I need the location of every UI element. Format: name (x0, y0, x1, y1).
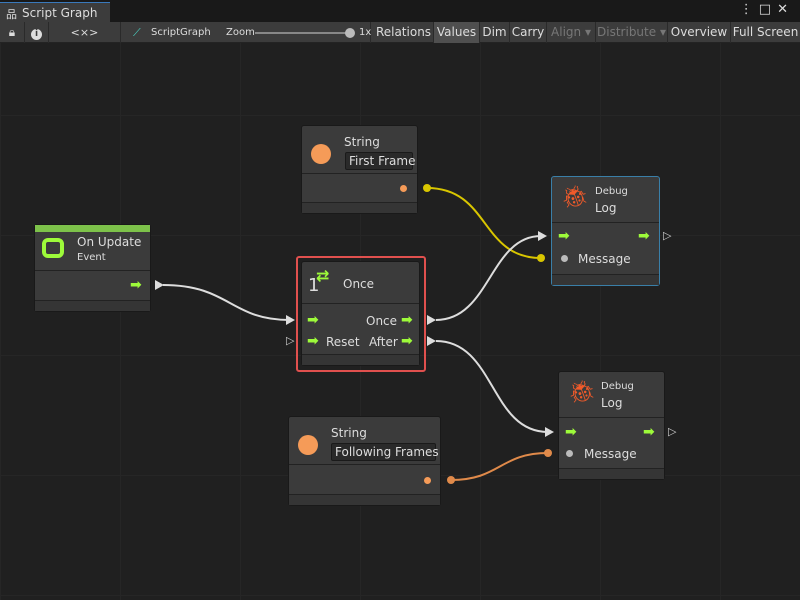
enter-input-port[interactable] (538, 231, 547, 241)
exit-arrow-icon: ➡ (643, 424, 655, 440)
after-output-port[interactable] (427, 336, 436, 346)
zoom-slider[interactable] (255, 32, 351, 34)
string-node-first-frame[interactable]: String First Frame (301, 125, 418, 214)
tab-bar: 品 Script Graph ⋮□✕ (0, 0, 800, 22)
reset-input-port[interactable]: ▷ (286, 334, 295, 347)
node-subtitle: Debug (595, 186, 628, 197)
output-port[interactable] (400, 185, 407, 192)
after-output-arrow-icon: ➡ (401, 333, 413, 349)
string-icon (311, 144, 331, 164)
code-button[interactable]: <×> (49, 22, 121, 43)
bug-icon: 🐞︎ (561, 185, 589, 210)
string-value-field[interactable]: First Frame (345, 152, 415, 170)
once-output-arrow-icon: ➡ (401, 312, 413, 328)
close-icon[interactable]: ✕ (777, 2, 794, 17)
debug-log-node-2[interactable]: 🐞︎ Debug Log ➡ ➡ Message (558, 371, 665, 480)
output-port[interactable] (424, 477, 431, 484)
port-dot[interactable] (447, 476, 455, 484)
tab-script-graph[interactable]: 品 Script Graph (0, 2, 110, 22)
node-subtitle: Debug (601, 381, 634, 392)
graph-name[interactable]: ScriptGraph (151, 27, 211, 38)
message-port-label: Message (584, 447, 637, 461)
lock-icon: 🔒︎ (8, 25, 16, 39)
exit-output-port[interactable]: ▷ (663, 229, 672, 242)
node-title: Log (601, 396, 623, 410)
refresh-arrows-icon: ⇄ (316, 266, 330, 285)
node-subtitle: Event (77, 252, 106, 263)
enter-input-port[interactable] (545, 427, 554, 437)
values-button[interactable]: Values (434, 22, 480, 43)
message-port-dot[interactable] (561, 255, 568, 262)
exit-output-port[interactable]: ▷ (668, 425, 677, 438)
edge-following-to-log2[interactable] (450, 452, 549, 481)
control-output-arrow-icon[interactable]: ➡ (130, 277, 142, 293)
zoom-label: Zoom (226, 27, 255, 38)
bug-icon: 🐞︎ (568, 380, 596, 405)
zoom-value: 1x (359, 27, 372, 38)
once-output-port[interactable] (427, 315, 436, 325)
on-update-node[interactable]: On Update Event ➡ (34, 224, 151, 312)
exit-arrow-icon: ➡ (638, 228, 650, 244)
full-screen-button[interactable]: Full Screen (732, 25, 799, 39)
after-port-label: After (369, 335, 398, 349)
edge-once-to-log1[interactable] (435, 235, 542, 321)
string-node-following-frames[interactable]: String Following Frames (288, 416, 441, 506)
string-value-field[interactable]: Following Frames (331, 443, 439, 461)
tab-title: Script Graph (22, 6, 98, 20)
carry-button[interactable]: Carry (510, 22, 547, 43)
kebab-icon[interactable]: ⋮ (739, 2, 759, 17)
enter-arrow-icon: ➡ (558, 228, 570, 244)
string-icon (298, 435, 318, 455)
enter-input-port[interactable] (286, 315, 295, 325)
enter-arrow-icon: ➡ (307, 312, 319, 328)
relations-button[interactable]: Relations (374, 22, 434, 43)
control-output-port[interactable] (155, 280, 164, 290)
port-dot[interactable] (537, 254, 545, 262)
toolbar: 🔒︎ i <×> ⟋ ScriptGraph Zoom 1x Relations… (0, 22, 800, 43)
edge-first-frame-to-log1[interactable] (426, 187, 542, 259)
debug-log-node-1[interactable]: 🐞︎ Debug Log ➡ ➡ Message (551, 176, 660, 286)
message-port-dot[interactable] (566, 450, 573, 457)
lock-button[interactable]: 🔒︎ (0, 22, 25, 43)
once-node[interactable]: 1 ⇄ Once ➡ ➡ Reset Once After ➡ ➡ (301, 261, 420, 366)
node-title: Log (595, 201, 617, 215)
graph-icon: ⟋ (133, 26, 141, 39)
selection-outline (296, 256, 426, 372)
enter-arrow-icon: ➡ (565, 424, 577, 440)
info-button[interactable]: i (25, 22, 49, 43)
node-title: On Update (77, 235, 142, 249)
edge-after-to-log2[interactable] (435, 340, 549, 433)
edge-update-to-once[interactable] (162, 284, 291, 321)
message-port-label: Message (578, 252, 631, 266)
port-dot[interactable] (544, 449, 552, 457)
graph-zoom-area: ⟋ ScriptGraph Zoom 1x (121, 22, 371, 43)
info-icon: i (31, 29, 42, 40)
align-dropdown[interactable]: Align ▾ (547, 22, 596, 43)
zoom-slider-handle[interactable] (345, 28, 355, 38)
node-title: String (331, 426, 367, 440)
once-port-label: Once (366, 314, 398, 328)
update-loop-icon (42, 238, 64, 258)
port-dot[interactable] (423, 184, 431, 192)
node-title: String (344, 135, 380, 149)
maximize-icon[interactable]: □ (758, 2, 778, 17)
reset-port-label: Reset (326, 335, 360, 349)
hierarchy-icon: 品 (6, 8, 17, 21)
reset-arrow-icon: ➡ (307, 333, 319, 349)
once-count-badge: 1 (308, 275, 320, 296)
overview-button[interactable]: Overview (668, 22, 731, 43)
node-title: Once (343, 277, 375, 291)
dim-button[interactable]: Dim (480, 22, 510, 43)
distribute-dropdown[interactable]: Distribute ▾ (596, 22, 668, 43)
